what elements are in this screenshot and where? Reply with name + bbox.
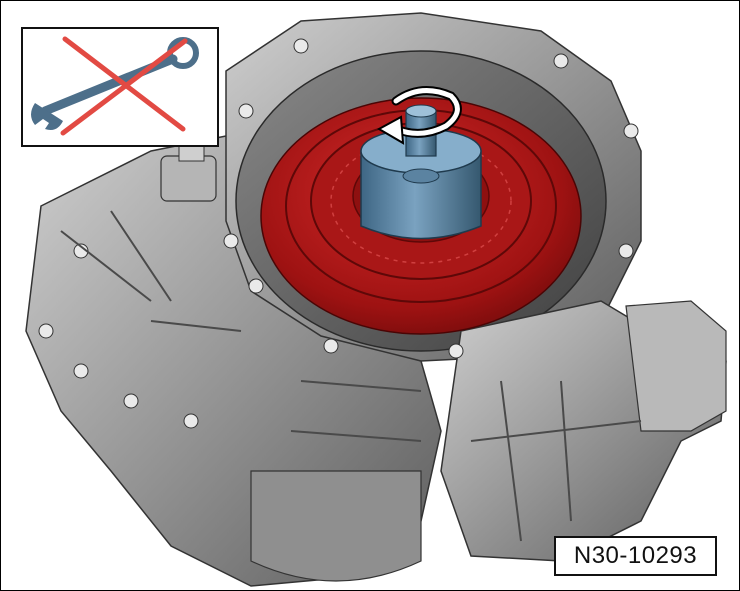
lower-housing	[250, 470, 422, 582]
side-cover	[625, 300, 727, 432]
rotate-arrow-icon	[376, 86, 462, 145]
prohibited-cross-icon	[60, 36, 188, 136]
bell-bolts	[38, 38, 639, 429]
prohibition-inset	[21, 27, 219, 147]
figure-reference-label: N30-10293	[554, 536, 717, 576]
clutch-tool-collar	[402, 168, 440, 184]
clutch-tool-spindle-top	[405, 104, 437, 118]
shaft-stub	[160, 155, 217, 202]
clutch-tool-body	[360, 150, 482, 240]
inset-graphic	[31, 36, 199, 136]
housing-ribs	[60, 210, 642, 542]
